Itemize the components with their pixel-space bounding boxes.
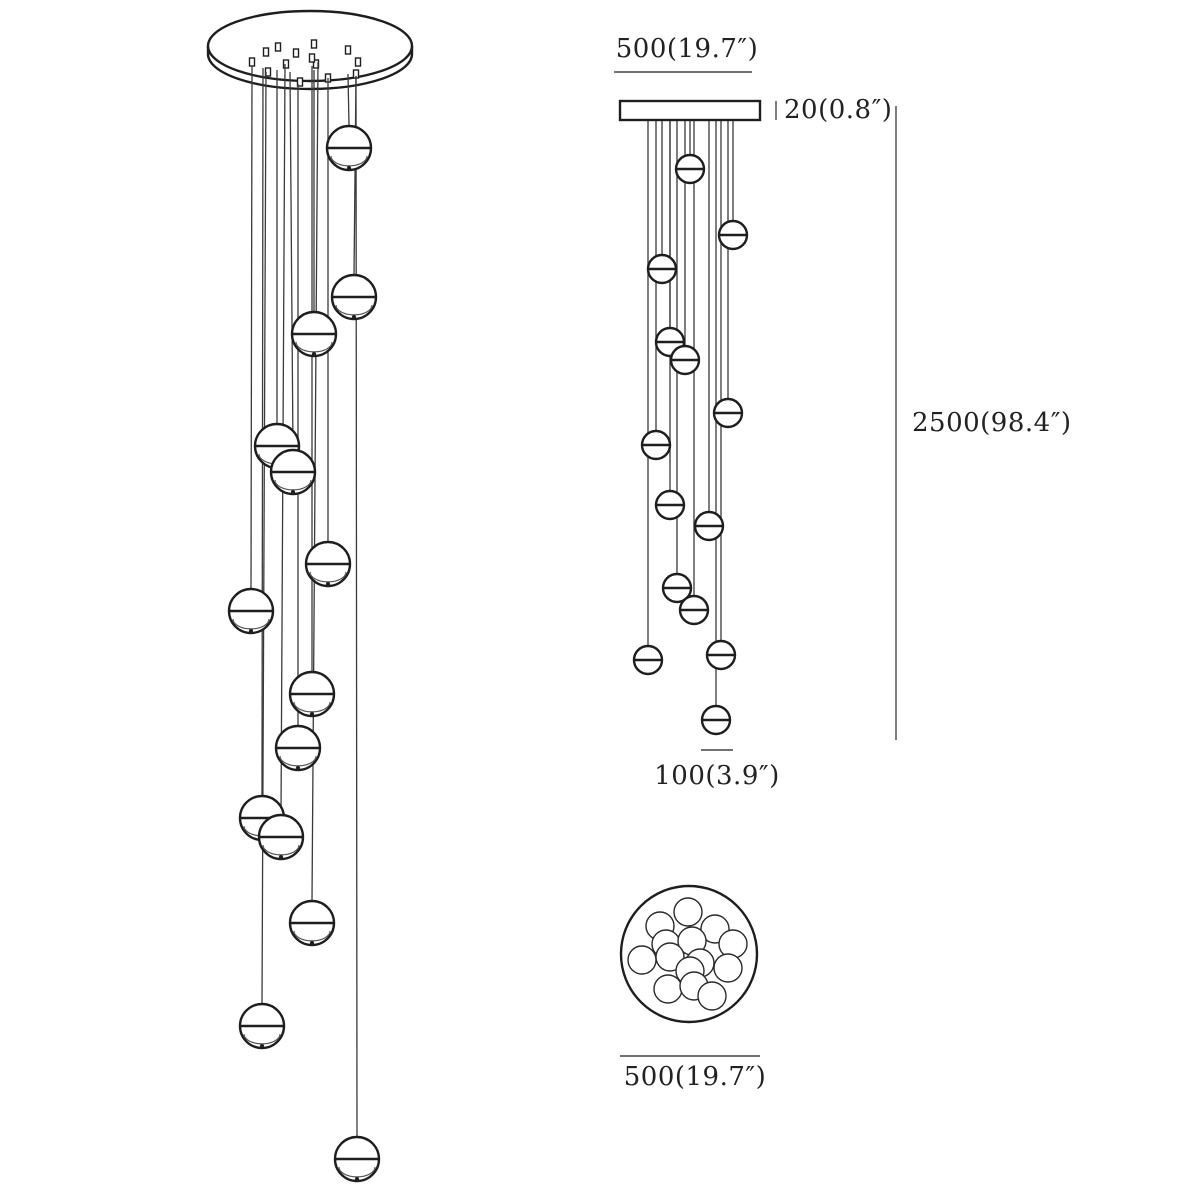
bottom-globe [673,897,703,927]
globe-pendant [290,310,338,358]
globe-bottom-dot [291,490,295,494]
total-height-label: 2500(98.4″) [912,408,1072,438]
globe-bottom-dot [310,712,314,716]
globe-pendant [238,1002,286,1050]
globe-pendant [257,813,305,861]
globe-pendant [269,448,317,496]
cord-grip-icon [308,53,316,63]
perspective-globes [227,124,381,1183]
globe-bottom-dot [279,855,283,859]
front-wires [647,121,734,706]
globe-pendant [304,540,352,588]
perspective-view [206,9,414,1183]
globe-pendant [274,724,322,772]
globe-bottom-dot [312,352,316,356]
front-elevation: 500(19.7″) 20(0.8″) 2500(98.4″) 100(3.9″… [614,34,1072,791]
globe-pendant [330,273,378,321]
globe-bottom-dot [347,166,351,170]
globe-diameter-label: 100(3.9″) [654,761,779,791]
front-globe [661,572,693,604]
bottom-globe [713,953,743,983]
globe-bottom-dot [355,1177,359,1181]
globe-shade-line [335,304,373,316]
globe-bottom-dot [310,941,314,945]
globe-shade-line [232,618,270,630]
front-globe [640,429,672,461]
globe-pendant [288,670,336,718]
bottom-view: 500(19.7″) [619,884,767,1092]
globe-shade-line [330,155,368,167]
globe-shade-line [279,755,317,767]
pendant-wire [289,71,294,451]
front-globe [654,489,686,521]
perspective-canopy [206,9,414,91]
bottom-globe [627,945,657,975]
cord-grip-icon [248,57,256,67]
front-globe [705,639,737,671]
cord-grip-icon [354,57,362,67]
top-width-label: 500(19.7″) [616,34,759,64]
globe-shade-line [262,844,300,856]
front-globe [678,594,710,626]
cord-grip-icon [310,39,318,49]
bottom-view-globes [627,897,748,1011]
globe-bottom-dot [326,582,330,586]
globe-bottom-dot [352,315,356,319]
front-globe [693,510,725,542]
front-globe [646,253,678,285]
globe-shade-line [274,479,312,491]
globe-shade-line [338,1166,376,1178]
pendant-wire [250,65,253,590]
cord-grip-icon [274,42,282,52]
globe-pendant [227,587,275,635]
globe-shade-line [295,341,333,353]
globe-shade-line [243,1033,281,1045]
globe-shade-line [293,930,331,942]
canopy-thickness-label: 20(0.8″) [784,95,892,125]
front-globe [632,644,664,676]
cord-grip-icon [292,48,300,58]
globe-pendant [288,899,336,947]
bottom-globe [655,942,685,972]
cord-grip-icon [262,47,270,57]
pendant-wire [355,75,358,1138]
front-globe [674,153,706,185]
globe-shade-line [293,701,331,713]
globe-bottom-dot [249,629,253,633]
front-globe [669,344,701,376]
front-globe [717,219,749,251]
front-globes [632,153,749,736]
pendant-wire [347,73,350,127]
globe-bottom-dot [260,1044,264,1048]
globe-pendant [325,124,373,172]
front-canopy [618,99,762,122]
globe-shade-line [309,571,347,583]
bottom-globe [718,929,748,959]
globe-bottom-dot [296,766,300,770]
globe-pendant [333,1135,381,1183]
front-globe [700,704,732,736]
cord-grip-icon [344,45,352,55]
cord-grip-icon [296,77,304,87]
bottom-width-label: 500(19.7″) [624,1062,767,1092]
front-globe [712,397,744,429]
bottom-globe [653,974,683,1004]
bottom-globe [697,981,727,1011]
cord-grip-icon [282,59,290,69]
